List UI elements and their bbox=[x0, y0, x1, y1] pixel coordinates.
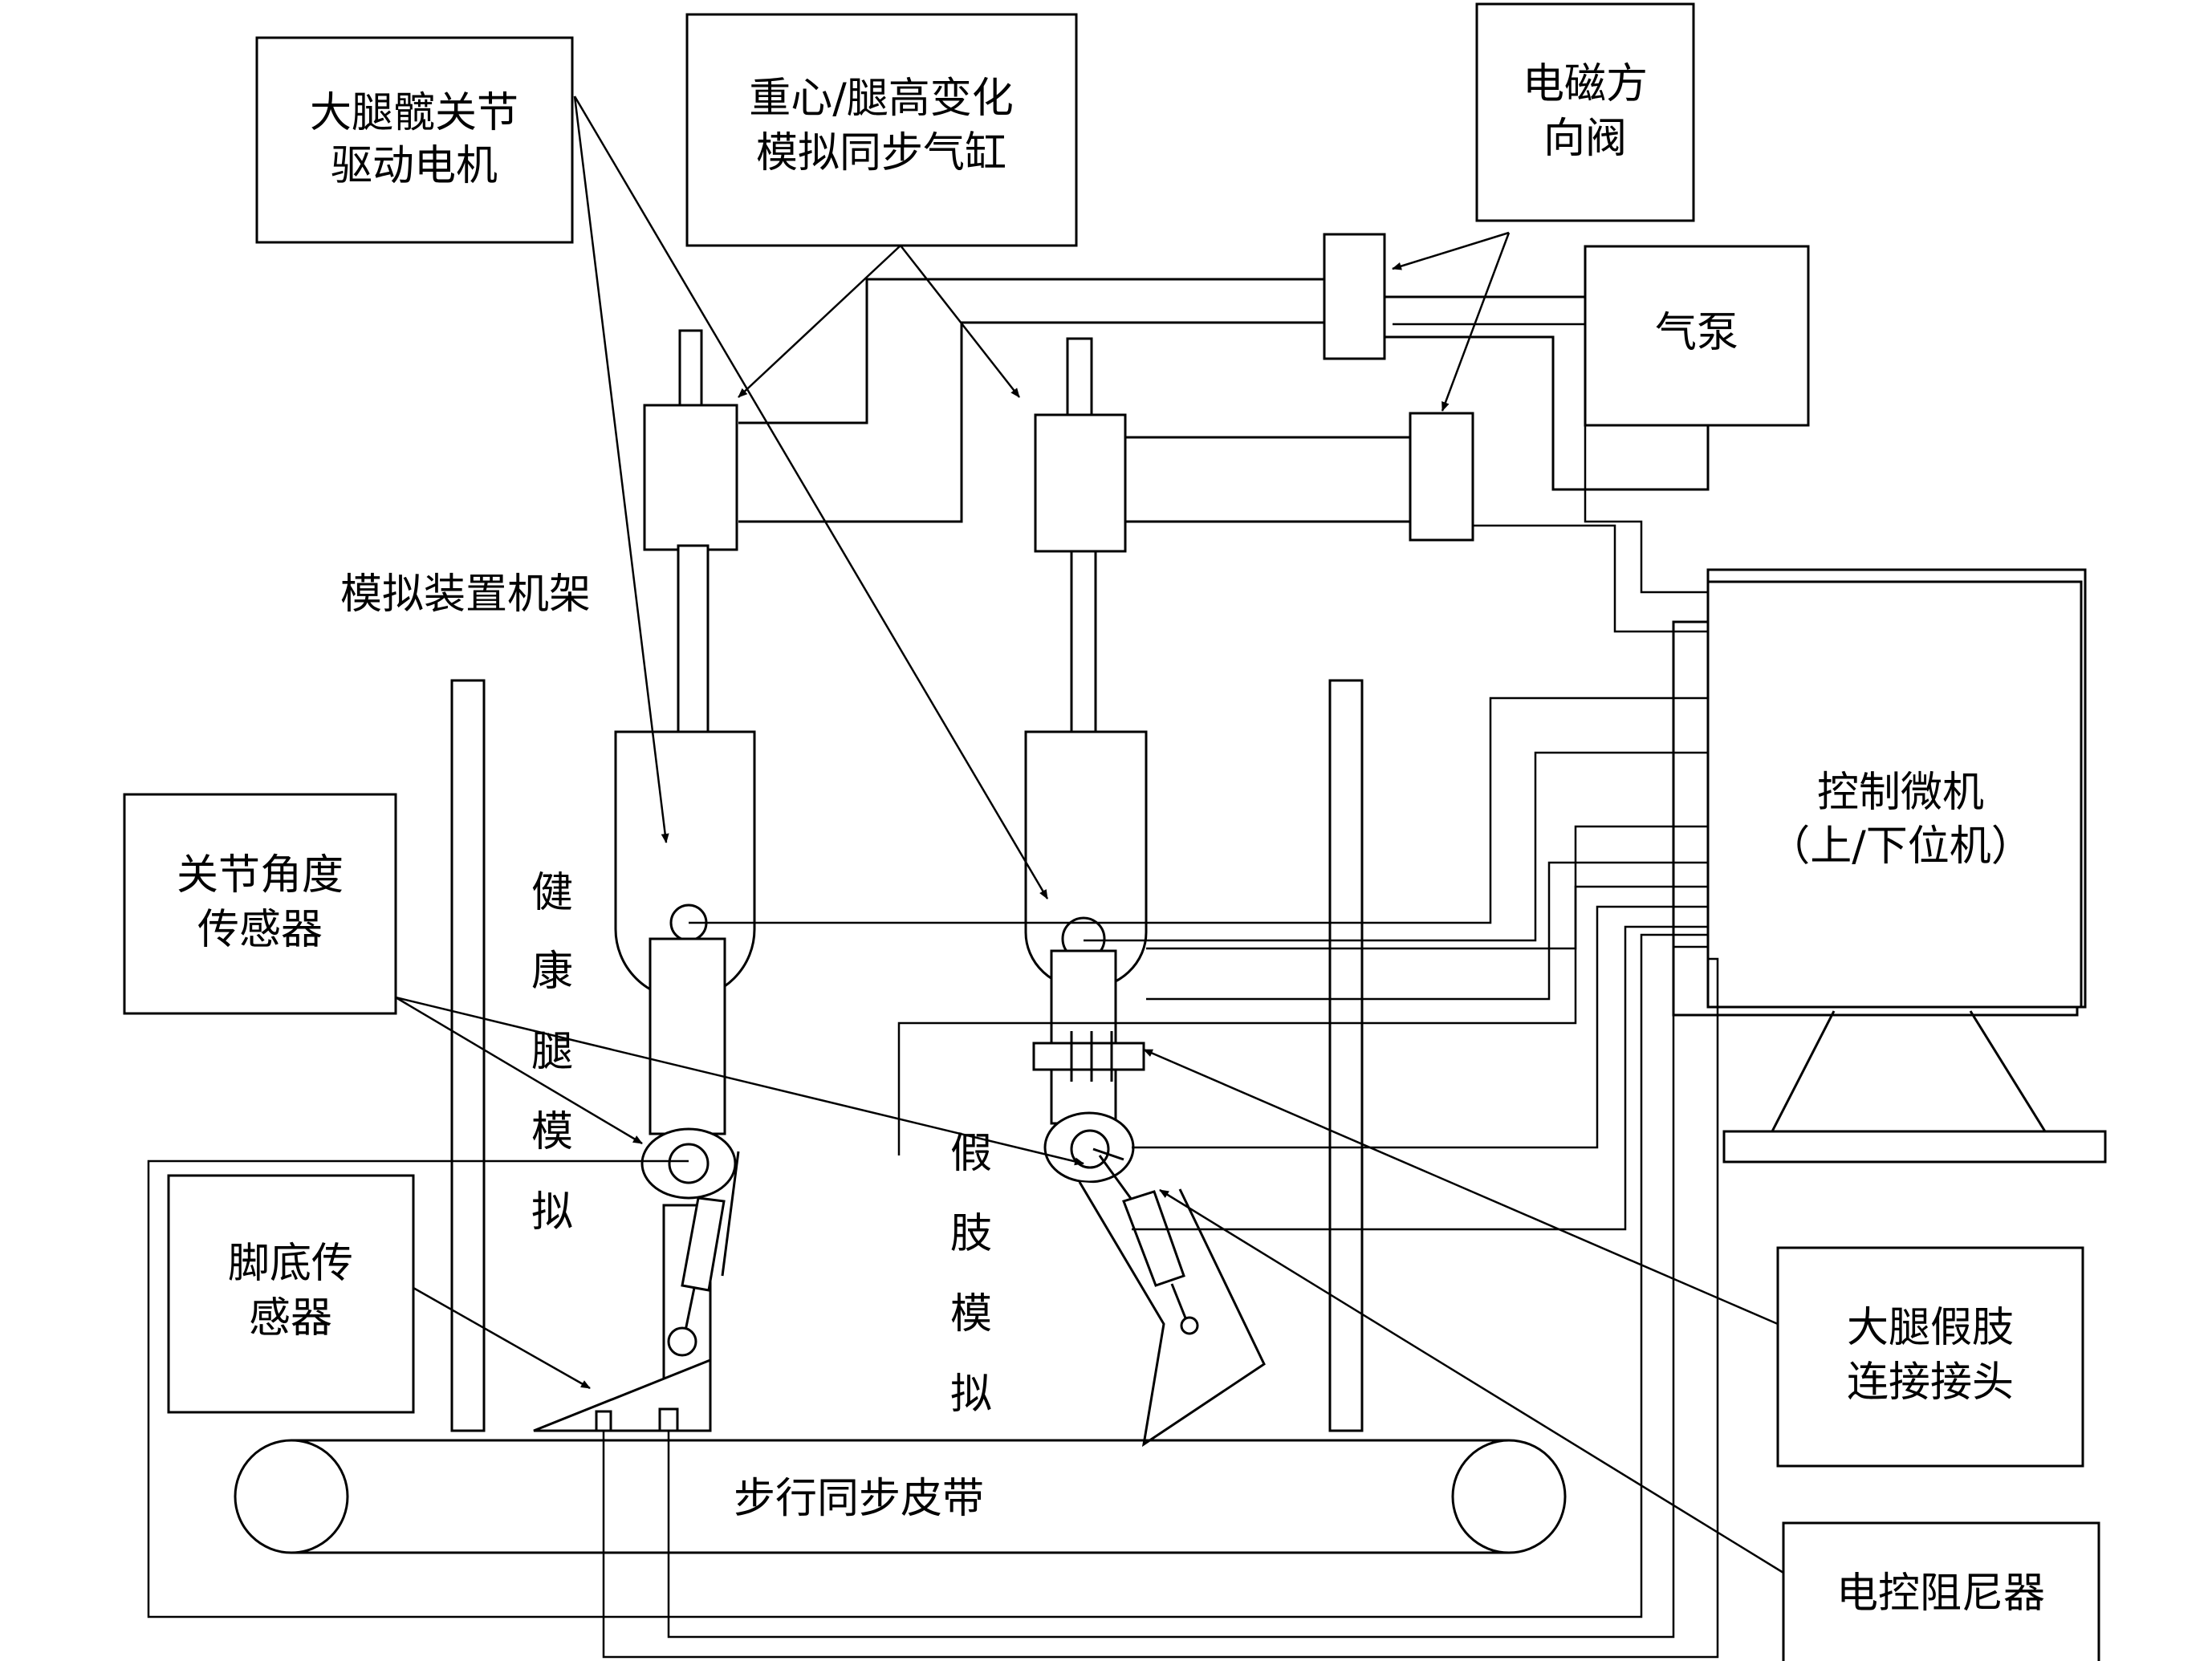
hip-motor-label-2: 驱动电机 bbox=[331, 142, 498, 190]
controller-computer bbox=[1672, 568, 2107, 1164]
frame-label: 模拟装置机架 bbox=[340, 571, 591, 619]
cog-cylinder-label-2: 模拟同步气缸 bbox=[756, 129, 1006, 177]
cog-cylinder-label-1: 重心/腿高变化 bbox=[749, 75, 1014, 123]
healthy-leg-label: 健 康 腿 模 拟 bbox=[531, 869, 573, 1237]
belt bbox=[234, 1439, 1567, 1554]
air-pump-label: 气泵 bbox=[1655, 309, 1738, 357]
svg-text:假: 假 bbox=[950, 1130, 992, 1178]
svg-text:健: 健 bbox=[531, 869, 573, 917]
solenoid-valve-box bbox=[1475, 2, 1695, 222]
svg-text:拟: 拟 bbox=[531, 1188, 573, 1237]
foot-sensor-box bbox=[167, 1174, 415, 1414]
damper-label: 电控阻尼器 bbox=[1836, 1570, 2045, 1618]
solenoid-valve-label-1: 电磁方 bbox=[1523, 60, 1648, 108]
hip-motor-box bbox=[255, 36, 574, 244]
belt-label: 步行同步皮带 bbox=[734, 1475, 984, 1523]
controller-label-2: （上/下位机） bbox=[1768, 822, 2033, 871]
frame-post-right bbox=[1328, 679, 1364, 1432]
frame-post-left bbox=[450, 679, 486, 1432]
svg-text:拟: 拟 bbox=[950, 1371, 992, 1419]
solenoid-valve-lower bbox=[1409, 412, 1474, 542]
svg-text:肢: 肢 bbox=[950, 1210, 992, 1258]
joint-sensor-label-2: 传感器 bbox=[197, 906, 323, 954]
foot-sensor-label-2: 感器 bbox=[249, 1294, 332, 1342]
damper-box bbox=[1782, 1521, 2100, 1661]
svg-text:模: 模 bbox=[950, 1290, 992, 1338]
hip-motor-label-1: 大腿髋关节 bbox=[310, 89, 518, 137]
controller-label-1: 控制微机 bbox=[1817, 769, 1984, 817]
signal-wires bbox=[147, 323, 1719, 1659]
prosthesis-leg bbox=[1024, 337, 1266, 1448]
air-lines bbox=[738, 278, 1710, 523]
air-pump-box bbox=[1584, 245, 1810, 427]
thigh-connector-label-2: 连接接头 bbox=[1847, 1358, 2014, 1407]
thigh-connector-box bbox=[1776, 1246, 2084, 1468]
healthy-leg bbox=[533, 329, 756, 1432]
solenoid-valve-upper bbox=[1323, 233, 1386, 360]
solenoid-valve-label-2: 向阀 bbox=[1543, 115, 1627, 163]
foot-sensor-label-1: 脚底传 bbox=[228, 1240, 353, 1288]
thigh-connector-label-1: 大腿假肢 bbox=[1847, 1304, 2014, 1352]
svg-text:康: 康 bbox=[531, 948, 573, 996]
joint-sensor-box bbox=[123, 793, 397, 1015]
cog-cylinder-box bbox=[685, 13, 1078, 247]
leader-arrows bbox=[395, 95, 1784, 1574]
joint-sensor-label-1: 关节角度 bbox=[177, 851, 344, 900]
prosthesis-label: 假 肢 模 拟 bbox=[950, 1130, 992, 1419]
svg-text:模: 模 bbox=[531, 1108, 573, 1156]
